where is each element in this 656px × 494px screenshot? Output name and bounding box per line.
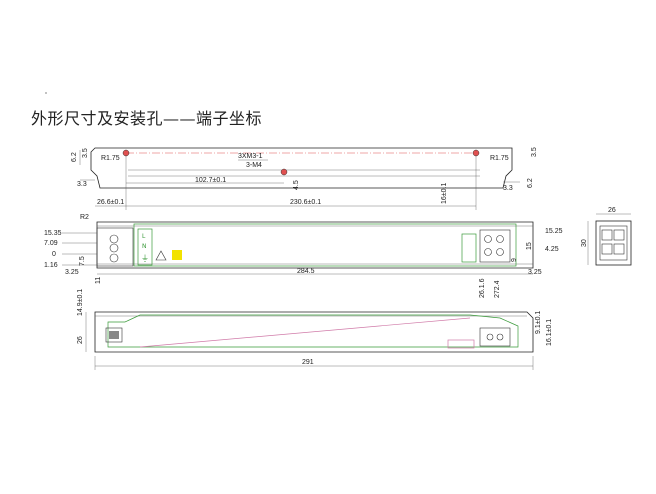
dim-right-6-2: 6.2 (527, 178, 534, 188)
warning-triangle-icon (155, 250, 167, 261)
dim-230-6: 230.6±0.1 (290, 199, 321, 206)
dim-7-5: 7.5 (79, 256, 86, 266)
dim-26: 26 (77, 336, 84, 344)
input-terminal-block (96, 227, 134, 267)
end-view-height: 30 (581, 239, 588, 247)
dim-4-5: 4.5 (293, 180, 300, 190)
mount-hole-right (472, 149, 480, 157)
dim-3-25-left: 3.25 (65, 269, 79, 276)
output-screw-3 (484, 248, 492, 256)
bottom-pink-edge (139, 317, 471, 348)
end-view-width: 26 (608, 207, 616, 214)
screw-label: 3XM3-1 (238, 153, 263, 160)
dim-7-09: 7.09 (44, 240, 58, 247)
dim-26-6: 26.6±0.1 (97, 199, 124, 206)
dim-r2: R2 (80, 214, 89, 221)
end-view-outline (595, 220, 632, 266)
screw-sublabel: 3-M4 (246, 162, 262, 169)
dim-272-4: 272.4 (494, 280, 501, 298)
dim-16-1: 16.1±0.1 (546, 319, 553, 346)
dim-291: 291 (302, 359, 314, 366)
terminal-label-N: N (142, 243, 147, 250)
dim-left-3-3: 3.3 (77, 181, 87, 188)
bottom-input-block (105, 327, 123, 343)
dim-15: 15 (526, 242, 533, 250)
dim-4-25: 4.25 (545, 246, 559, 253)
output-terminal-block (479, 229, 511, 263)
top-plate-outline (90, 147, 513, 189)
terminal-screw-2 (109, 243, 119, 253)
dim-9: 9 (511, 258, 518, 262)
dim-right-3-3: 3.3 (503, 185, 513, 192)
dim-14-9: 14.9±0.1 (77, 289, 84, 316)
terminal-screw-3 (109, 253, 119, 263)
output-screw-4 (496, 248, 504, 256)
dim-26-1-6: 26.1.6 (479, 278, 486, 298)
bottom-housing-outline (94, 311, 534, 353)
mount-hole-left (122, 149, 130, 157)
top-view: 6.2 3.5 R1.75 3.3 3XM3-1 3-M4 102.7±0.1 … (71, 147, 538, 210)
dim-left-radius: R1.75 (101, 155, 120, 162)
end-view: 26 30 (581, 207, 632, 266)
output-screw-1 (484, 235, 492, 243)
dim-left-6-2: 6.2 (71, 152, 78, 162)
output-screw-2 (496, 235, 504, 243)
dim-0: 0 (52, 251, 56, 258)
ground-symbol-icon: ⏚ (141, 254, 149, 263)
dim-9-1: 9.1±0.1 (535, 311, 542, 334)
dim-right-3-5: 3.5 (531, 147, 538, 157)
housing-green-outline (133, 223, 517, 267)
page-title: 外形尺寸及安装孔——端子坐标 (31, 109, 263, 128)
dim-right-radius: R1.75 (490, 155, 509, 162)
dim-284-5: 284.5 (297, 268, 315, 275)
dim-15-35: 15.35 (44, 230, 62, 237)
terminal-label-L: L (142, 233, 146, 240)
front-view: L N ⏚ R2 15.35 7.09 0 1.16 7.5 3.25 11 2… (44, 214, 563, 298)
dim-16: 16±0.1 (441, 183, 448, 204)
mount-hole-center (280, 168, 288, 176)
bottom-output-block (479, 327, 511, 347)
dim-left-3-5: 3.5 (82, 148, 89, 158)
bottom-green-outline (107, 314, 519, 348)
dim-1-16: 1.16 (44, 262, 58, 269)
dim-11: 11 (95, 277, 102, 284)
terminal-screw-1 (109, 234, 119, 244)
dim-3-25-right: 3.25 (528, 269, 542, 276)
dim-102-7: 102.7±0.1 (195, 177, 226, 184)
bottom-view: 14.9±0.1 26 9.1±0.1 16.1±0.1 291 (77, 289, 553, 370)
warning-label-yellow (172, 250, 182, 260)
dim-15-25: 15.25 (545, 228, 563, 235)
housing-outline (96, 221, 534, 269)
bottom-input-pin (109, 331, 119, 339)
